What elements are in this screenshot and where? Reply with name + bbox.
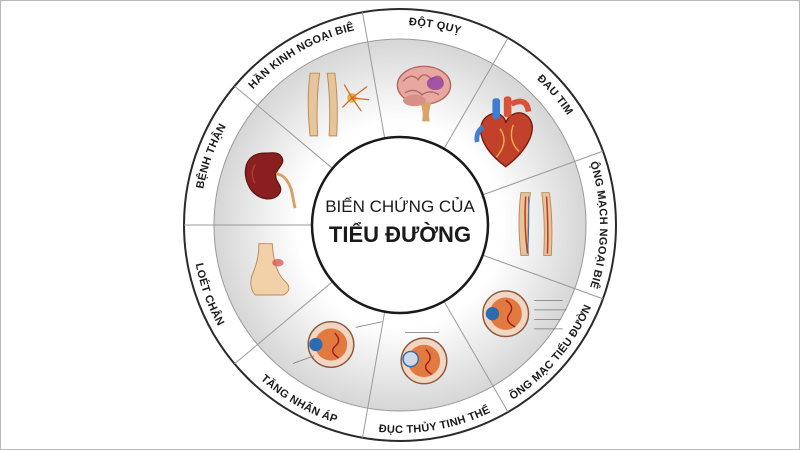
- center-title-line1: BIẾN CHỨNG CỦA: [325, 197, 475, 216]
- leg-arteries-icon: [518, 192, 553, 256]
- segment-divider: [234, 85, 333, 169]
- center-title-line2: TIỂU ĐƯỜNG: [329, 222, 471, 247]
- segment-divider: [443, 300, 509, 413]
- retina-eye-icon: [482, 290, 567, 338]
- heart-icon: [474, 96, 533, 168]
- nerve-legs-icon: [307, 72, 370, 137]
- segment-dividers: [184, 12, 604, 438]
- segment-divider: [234, 281, 333, 365]
- segment-divider: [361, 311, 386, 438]
- kidney-icon: [244, 152, 297, 209]
- foot-ulcer-icon: [250, 243, 290, 296]
- segment-divider: [482, 150, 604, 196]
- segment-divider: [482, 254, 604, 300]
- brain-icon: [396, 65, 452, 122]
- cataract-eye-icon: [400, 332, 448, 385]
- glaucoma-eye-icon: [292, 320, 383, 369]
- segment-divider: [443, 37, 509, 150]
- center-circle: [310, 135, 490, 315]
- segment-divider: [361, 12, 386, 139]
